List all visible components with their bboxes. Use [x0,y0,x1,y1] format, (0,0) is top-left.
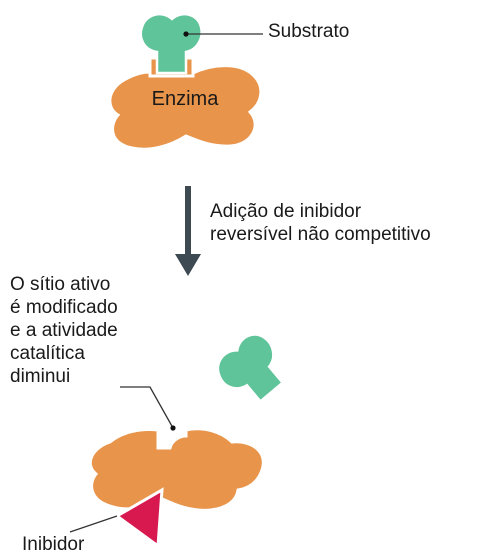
active-site-pointer-dot [170,425,176,431]
active-site-caption-line-4: catalítica [10,343,85,364]
inhibitor-pointer [69,515,118,533]
substrate-released [216,333,285,404]
arrow-caption-line-2: reversível não competitivo [210,224,431,245]
active-site-pointer [120,386,176,431]
substrate-pointer [183,31,263,37]
substrate-pointer-dot [183,31,189,37]
substrate-label: Substrato [268,21,350,42]
arrow-caption: Adição de inibidor reversível não compet… [210,200,431,246]
substrate-shape [139,12,203,75]
inhibitor [114,487,164,549]
active-site-caption-line-5: diminui [10,366,71,387]
substrate-top [139,12,203,75]
active-site-leader-line [120,386,174,429]
arrow-caption-line-1: Adição de inibidor [210,201,362,222]
inhibitor-shape [114,487,164,549]
active-site-caption-line-3: e a atividade [10,320,118,341]
inhibitor-leader-line [69,515,118,533]
enzyme-top [108,56,263,151]
enzyme-bottom [88,427,265,512]
enzyme-shape [108,56,263,151]
active-site-caption-line-1: O sítio ativo [10,274,111,295]
active-site-caption: O sítio ativo é modificado e a atividade… [10,273,118,388]
substrate-shape [216,333,285,404]
active-site-slot [148,60,195,78]
arrow-shaft [185,186,191,258]
enzyme-label: Enzima [151,88,219,110]
enzyme-shape [88,427,265,512]
arrow-head [175,254,201,276]
reaction-arrow [175,186,201,276]
active-site-caption-line-2: é modificado [10,297,118,318]
inhibitor-label: Inibidor [22,534,85,555]
